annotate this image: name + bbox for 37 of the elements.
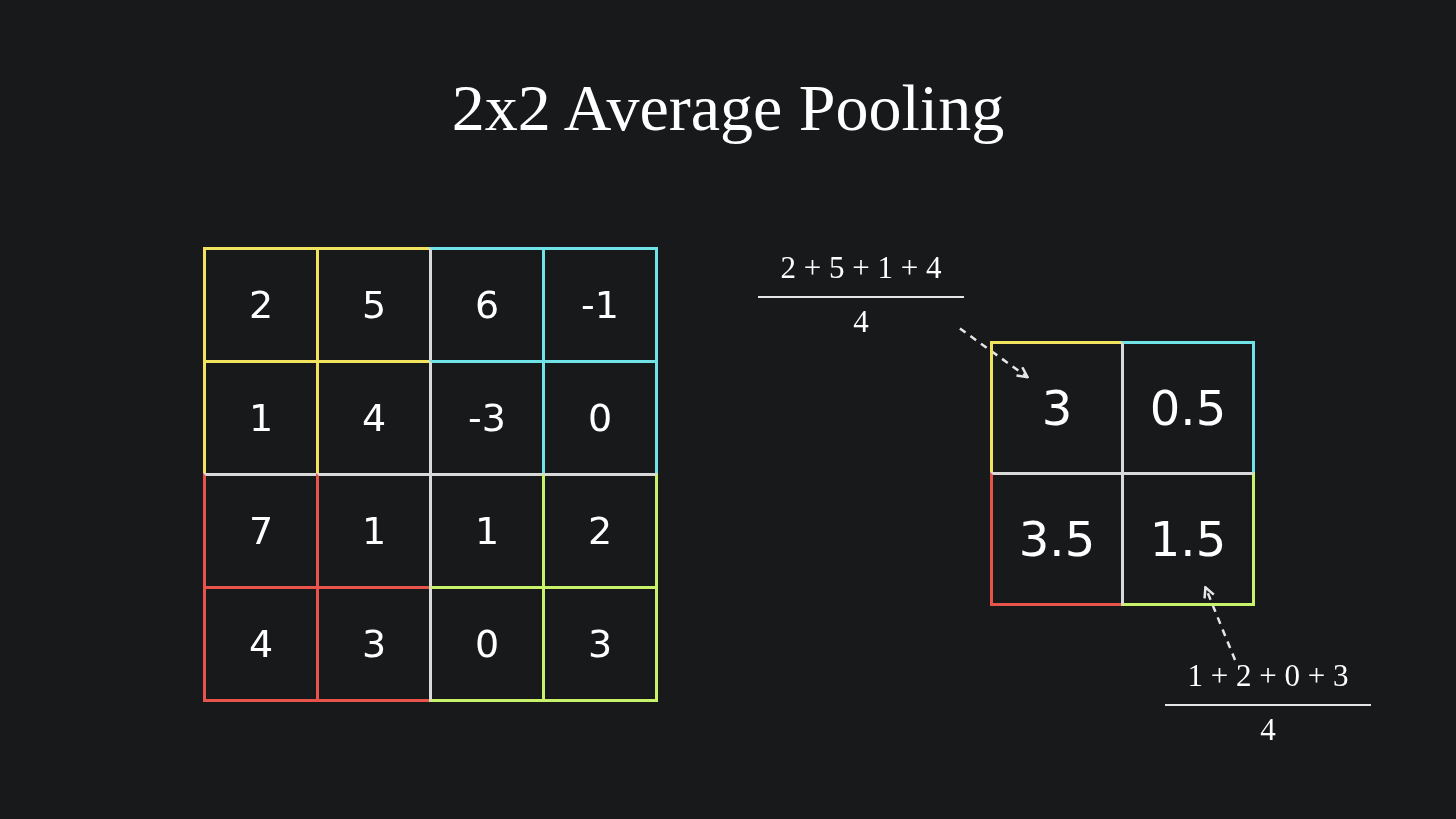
cell-value: 2 bbox=[587, 509, 613, 553]
output-cell bbox=[990, 341, 1124, 475]
dashed-arrow bbox=[1203, 586, 1237, 661]
cell-value: 2 bbox=[248, 283, 274, 327]
cell-value: 3 bbox=[1041, 380, 1073, 436]
cell-value: 4 bbox=[361, 396, 387, 440]
cell-value: 1 bbox=[248, 396, 274, 440]
input-cell bbox=[542, 586, 658, 702]
input-cell bbox=[542, 247, 658, 363]
cell-value: 1 bbox=[474, 509, 500, 553]
cell-value: 5 bbox=[361, 283, 387, 327]
output-cell bbox=[1121, 341, 1255, 475]
cell-value: 1 bbox=[361, 509, 387, 553]
cell-value: 6 bbox=[474, 283, 500, 327]
cell-value: 7 bbox=[248, 509, 274, 553]
denominator: 4 bbox=[853, 306, 869, 337]
cell-value: 3 bbox=[587, 622, 613, 666]
output-cell bbox=[1121, 472, 1255, 606]
cell-value: -3 bbox=[468, 396, 506, 440]
cell-value: 0 bbox=[587, 396, 613, 440]
cell-value: 3.5 bbox=[1018, 511, 1096, 567]
cell-value: 3 bbox=[361, 622, 387, 666]
dashed-arrow bbox=[959, 327, 1029, 379]
input-cell bbox=[429, 586, 545, 702]
cell-value: 4 bbox=[248, 622, 274, 666]
cell-value: 1.5 bbox=[1149, 511, 1227, 567]
denominator: 4 bbox=[1260, 714, 1276, 745]
cell-value: 0 bbox=[474, 622, 500, 666]
input-cell bbox=[203, 586, 319, 702]
cell-value: 0.5 bbox=[1149, 380, 1227, 436]
title: 2x2 Average Pooling bbox=[450, 70, 1006, 146]
input-cell bbox=[203, 247, 319, 363]
numerator: 2 + 5 + 1 + 4 bbox=[780, 252, 942, 283]
numerator: 1 + 2 + 0 + 3 bbox=[1187, 660, 1349, 691]
input-cell bbox=[542, 473, 658, 589]
output-cell bbox=[990, 472, 1124, 606]
cell-value: -1 bbox=[581, 283, 619, 327]
